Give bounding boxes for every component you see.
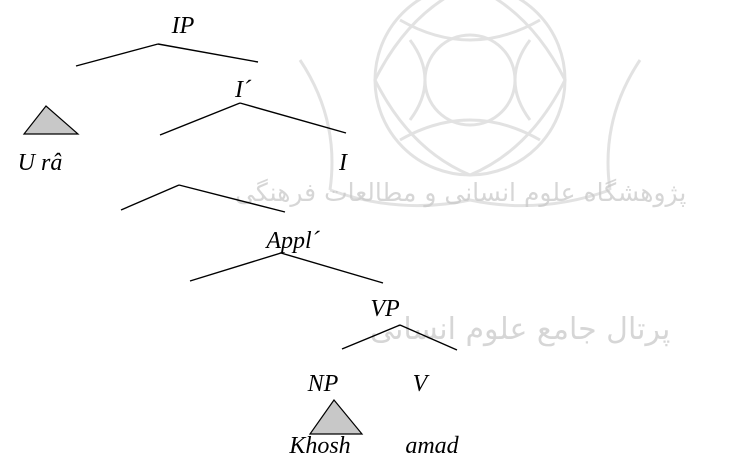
node-u-ra: U râ [17,150,63,176]
node-i-bar: I´ [235,77,251,103]
node-amad: amad [405,433,459,459]
watermark-text-2: پرتال جامع علوم انسانی [370,312,671,347]
triangle-khosh [308,399,364,435]
branch-ibar-right [239,102,347,134]
branch-appl-right [280,252,384,284]
node-vp: VP [370,296,400,322]
branch-i-right [178,184,286,213]
branch-ibar-left [159,102,241,136]
watermark-text-1: پژوهشگاه علوم انسانی و مطالعات فرهنگی [235,178,687,207]
node-v: V [412,371,428,397]
triangle-u-ra [22,105,80,135]
branch-appl-left [189,252,282,282]
node-i: I [339,150,347,176]
node-khosh: Khosh [289,433,351,459]
branch-vp-left [341,324,401,350]
node-appl-bar: Appl´ [266,228,320,254]
branch-ip-right [157,43,259,63]
branch-vp-right [399,324,458,351]
branch-i-left [120,184,180,211]
branch-ip-left [75,43,159,67]
node-np: NP [307,371,339,397]
node-ip: IP [171,13,195,39]
